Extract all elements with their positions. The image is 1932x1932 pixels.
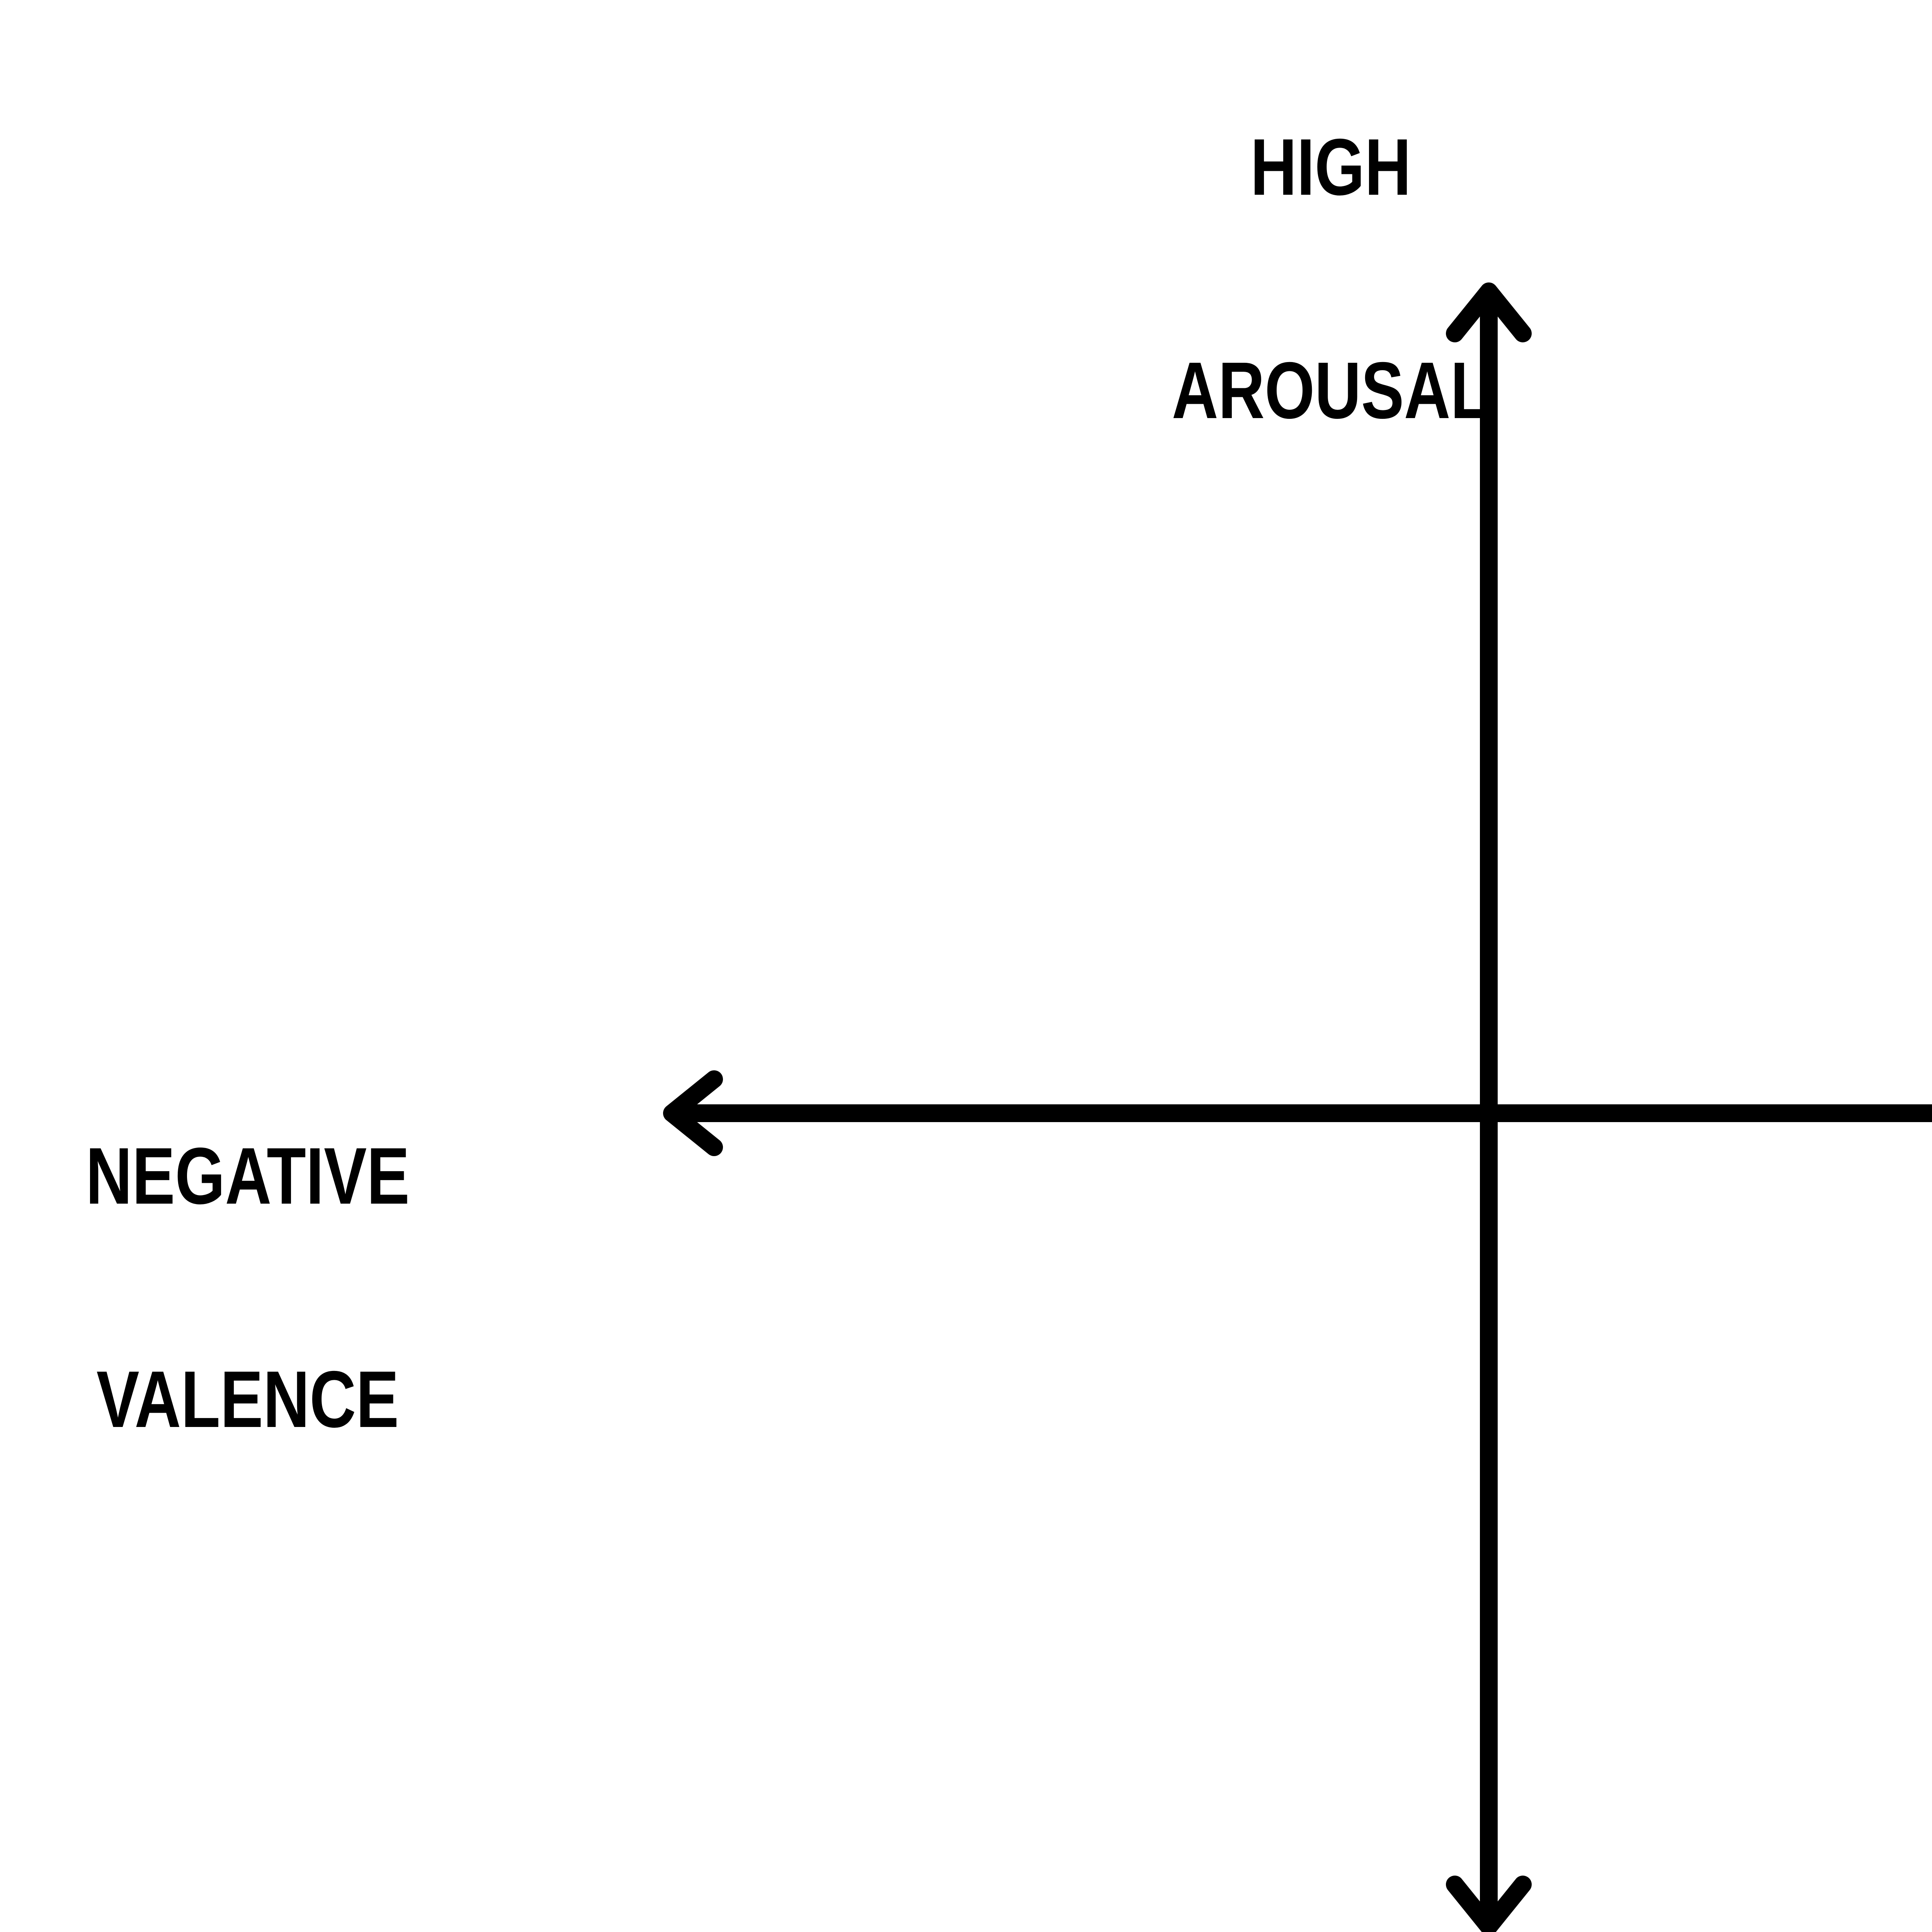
- negative-valence-label-line1: NEGATIVE: [85, 1131, 410, 1221]
- valence-left-arrowhead-icon: [663, 1070, 723, 1156]
- negative-valence-label: NEGATIVE VALENCE: [0, 1009, 495, 1567]
- arousal-axis-group: [1446, 282, 1532, 1932]
- negative-valence-label-line2: VALENCE: [96, 1355, 399, 1444]
- arousal-bottom-arrowhead-icon: [1446, 1876, 1532, 1932]
- arousal-top-arrowhead-icon: [1446, 282, 1532, 342]
- high-arousal-label: HIGH AROUSAL: [1022, 0, 1640, 558]
- valence-axis-group: [663, 1070, 1932, 1156]
- high-arousal-label-line1: HIGH: [1250, 122, 1411, 212]
- high-arousal-label-line2: AROUSAL: [1172, 346, 1490, 435]
